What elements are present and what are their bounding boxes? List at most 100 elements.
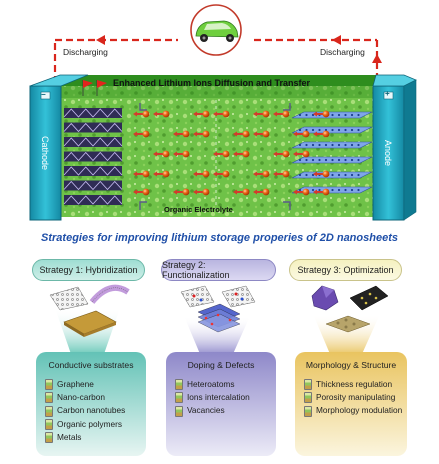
enhanced-diffusion-label: Enhanced Lithium Ions Diffusion and Tran… — [113, 78, 311, 88]
list-item: Organic polymers — [45, 418, 125, 431]
lithium-ion — [173, 130, 190, 138]
lithium-ion — [253, 130, 270, 138]
battery-icon — [45, 418, 53, 430]
doped-sheet-icon — [180, 285, 256, 308]
lattice-layer — [63, 151, 123, 162]
lattice-layer — [63, 108, 123, 118]
list-item: Morphology modulation — [304, 404, 402, 417]
lithium-ion — [133, 110, 150, 118]
lithium-ion — [193, 130, 210, 138]
discharging-label-right: Discharging — [320, 47, 365, 57]
lattice-layer — [63, 180, 123, 191]
lithium-ion — [133, 188, 150, 196]
battery-icon — [304, 405, 312, 417]
battery-icon — [175, 392, 183, 404]
lithium-ion — [293, 130, 310, 138]
anode-electrode — [372, 74, 417, 221]
list-item: Ions intercalation — [175, 391, 250, 404]
list-item: Metals — [45, 431, 125, 444]
lithium-ion — [213, 150, 230, 158]
battery-icon — [45, 392, 53, 404]
lithium-ion — [233, 130, 250, 138]
metal-foil-icon — [63, 310, 117, 337]
lithium-ion — [133, 170, 150, 178]
lithium-ion — [173, 150, 190, 158]
lithium-ion — [133, 130, 150, 138]
battery-icon — [304, 392, 312, 404]
battery-icon — [175, 405, 183, 417]
arrow-left-icon — [96, 35, 105, 45]
lithium-ion — [193, 170, 210, 178]
lithium-ion — [313, 130, 330, 138]
lithium-ion — [253, 170, 270, 178]
graphene-sheet-icon — [49, 286, 89, 311]
battery-icon — [45, 405, 53, 417]
lithium-ion — [153, 110, 170, 118]
lithium-ion — [153, 150, 170, 158]
list-item: Graphene — [45, 378, 125, 391]
arrow-up-icon — [372, 54, 382, 63]
strategy-2-pill: Strategy 2: Functionalization — [161, 259, 276, 281]
battery-diagram — [29, 4, 417, 221]
lithium-ions — [133, 110, 330, 196]
nanosheet-layer — [291, 111, 373, 119]
lattice-layer — [63, 122, 123, 133]
cathode-lattice — [63, 108, 123, 205]
carbon-nanotube-icon — [89, 284, 130, 304]
lithium-ion — [253, 188, 270, 196]
lithium-ion — [273, 110, 290, 118]
lithium-ion — [313, 110, 330, 118]
lithium-ion — [273, 170, 290, 178]
arrow-left-icon — [332, 35, 341, 45]
battery-icon — [304, 379, 312, 391]
lithium-ion — [253, 110, 270, 118]
card-2-heading: Doping & Defects — [187, 360, 255, 370]
lithium-ion — [193, 110, 210, 118]
lithium-ion — [233, 150, 250, 158]
battery-icon — [45, 379, 53, 391]
card-1-heading: Conductive substrates — [48, 360, 134, 370]
strategies-title: Strategies for improving lithium storage… — [41, 232, 398, 244]
nanoparticle-platform-icon — [325, 315, 371, 333]
lithium-ion — [293, 188, 310, 196]
nanosheet-layer — [291, 156, 373, 164]
separator — [139, 100, 291, 212]
battery-icon — [175, 379, 183, 391]
nanosheet-layer — [291, 186, 373, 194]
crystal-flower-icon — [311, 285, 339, 311]
strategy-3-pill: Strategy 3: Optimization — [289, 259, 402, 281]
lithium-ion — [313, 188, 330, 196]
list-item: Carbon nanotubes — [45, 404, 125, 417]
strategy-illustrations — [49, 284, 389, 354]
lithium-ion — [213, 170, 230, 178]
nanosheet-layer — [291, 126, 373, 134]
nanosheet-layer — [291, 141, 373, 149]
lithium-ion — [313, 170, 330, 178]
list-item: Vacancies — [175, 404, 250, 417]
lithium-ion — [173, 188, 190, 196]
strategy-1-card: Conductive substrates Graphene Nano-carb… — [36, 352, 146, 456]
battery-icon — [45, 431, 53, 443]
car-icon — [190, 4, 242, 56]
electrolyte-label: Organic Electrolyte — [164, 205, 233, 214]
top-band — [30, 75, 405, 86]
flag-icon — [82, 80, 107, 96]
lithium-ion — [293, 150, 310, 158]
lattice-layer — [63, 195, 123, 205]
cathode-electrode — [29, 74, 89, 221]
discharging-label-left: Discharging — [63, 47, 108, 57]
list-item: Heteroatoms — [175, 378, 250, 391]
list-item: Porosity manipulating — [304, 391, 402, 404]
strategy-3-card: Morphology & Structure Thickness regulat… — [295, 352, 407, 456]
intercalated-layers-icon — [197, 303, 241, 333]
lattice-layer — [63, 166, 123, 176]
anode-nanosheets — [291, 111, 373, 194]
lithium-ion — [193, 188, 210, 196]
strategy-2-card: Doping & Defects Heteroatoms Ions interc… — [166, 352, 276, 456]
porous-sheet-icon — [349, 285, 389, 311]
list-item: Nano-carbon — [45, 391, 125, 404]
plus-sign: + — [385, 89, 390, 98]
strategy-1-pill: Strategy 1: Hybridization — [32, 259, 145, 281]
lithium-ion — [153, 170, 170, 178]
lithium-ion — [233, 188, 250, 196]
